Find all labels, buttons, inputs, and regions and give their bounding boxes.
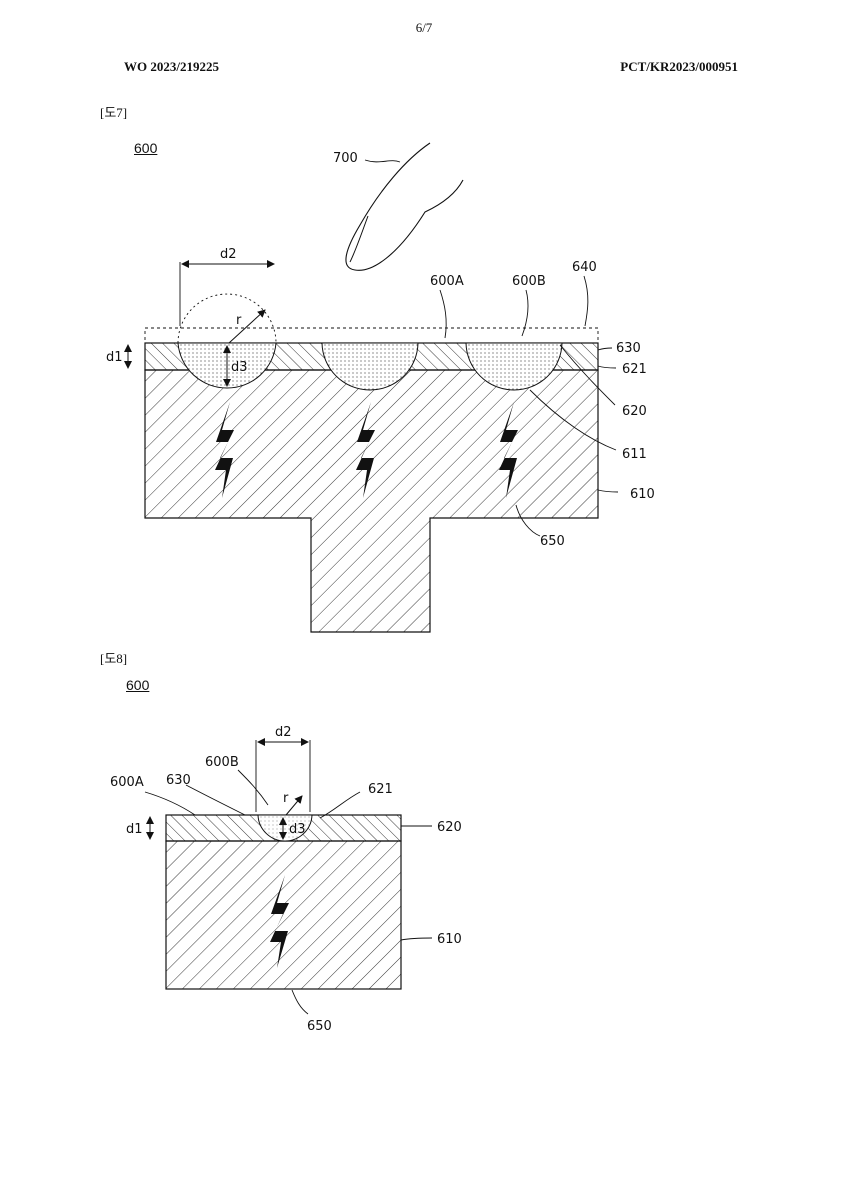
fig8-label-621: 621 xyxy=(368,782,393,797)
figure-8-device-ref: 600 xyxy=(126,677,150,693)
fig8-label-620: 620 xyxy=(437,820,462,835)
fig8-label-d3: d3 xyxy=(289,822,306,837)
fig8-label-610: 610 xyxy=(437,932,462,947)
fig8-label-d2: d2 xyxy=(275,725,292,740)
label-621: 621 xyxy=(622,362,647,377)
fig8-crack xyxy=(270,875,289,968)
finger-700 xyxy=(345,142,464,271)
recess-region-3-dots xyxy=(465,342,563,391)
label-d3: d3 xyxy=(231,360,248,375)
figure-7-device-ref: 600 xyxy=(134,140,158,156)
fig8-label-650: 650 xyxy=(307,1019,332,1034)
label-600A: 600A xyxy=(430,274,464,289)
crack-1 xyxy=(215,402,234,498)
crack-2 xyxy=(356,402,375,498)
surface-640-shape xyxy=(144,327,599,344)
crack-3 xyxy=(499,402,518,498)
label-650: 650 xyxy=(540,534,565,549)
label-630: 630 xyxy=(616,341,641,356)
label-r: r xyxy=(236,313,242,328)
fig8-label-r: r xyxy=(283,791,289,806)
label-600B: 600B xyxy=(512,274,546,289)
fig8-label-600A: 600A xyxy=(110,775,144,790)
fig8-label-d1: d1 xyxy=(126,822,143,837)
recess-region-2-dots xyxy=(321,342,419,391)
base-610-shape xyxy=(144,369,599,633)
label-700: 700 xyxy=(333,151,358,166)
fig8-label-600B: 600B xyxy=(205,755,239,770)
label-640: 640 xyxy=(572,260,597,275)
page-number: 6/7 xyxy=(415,20,433,35)
label-610: 610 xyxy=(630,487,655,502)
label-d2: d2 xyxy=(220,247,237,262)
figure-8-drawing: d2 600A 630 600B r 621 d1 d3 620 610 650 xyxy=(110,725,462,1034)
label-d1: d1 xyxy=(106,350,123,365)
fig8-label-630: 630 xyxy=(166,773,191,788)
label-611: 611 xyxy=(622,447,647,462)
figure-7-label: [도7] xyxy=(100,105,128,120)
label-620: 620 xyxy=(622,404,647,419)
application-number: PCT/KR2023/000951 xyxy=(620,59,738,74)
fig8-base-610-shape xyxy=(165,840,402,990)
figure-7-drawing: 700 d2 r d1 d3 600A 600B 640 630 621 620… xyxy=(106,142,655,633)
figure-8-label: [도8] xyxy=(100,651,128,666)
publication-number: WO 2023/219225 xyxy=(124,59,219,74)
